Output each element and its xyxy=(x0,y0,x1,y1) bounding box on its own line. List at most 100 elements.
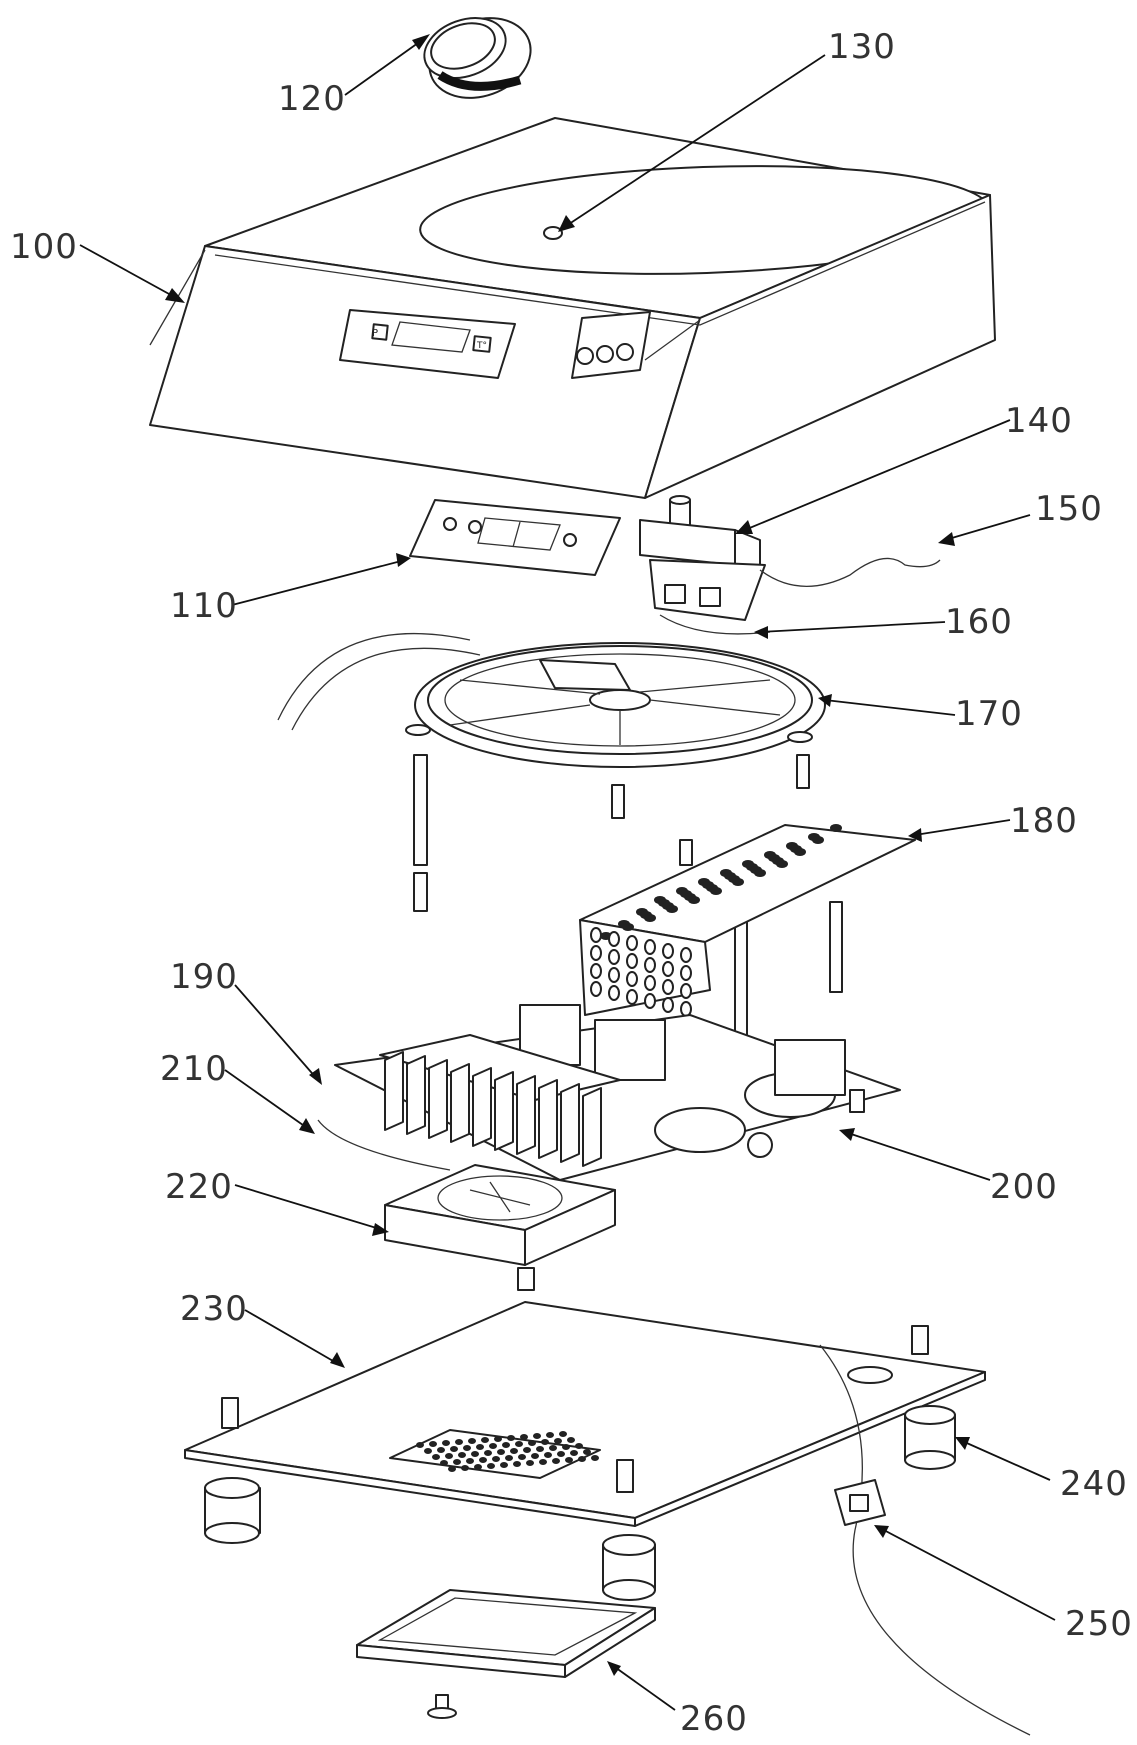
shield-side-hole xyxy=(644,975,656,991)
vent-hole xyxy=(549,1445,557,1451)
coil-disk-170 xyxy=(277,633,826,768)
spacers xyxy=(413,754,843,1036)
panel-key-left: P xyxy=(372,328,378,339)
shield-side-hole xyxy=(626,989,638,1005)
vent-hole xyxy=(539,1459,547,1465)
shield-hole xyxy=(794,848,806,856)
leader-lines xyxy=(79,34,1056,1711)
vent-hole xyxy=(471,1451,479,1457)
label-190: 190 xyxy=(170,957,238,997)
shield-hole xyxy=(644,914,656,922)
vent-hole xyxy=(507,1435,515,1441)
vent-hole xyxy=(546,1432,554,1438)
vent-hole xyxy=(565,1457,573,1463)
vent-hole xyxy=(570,1450,578,1456)
vent-hole xyxy=(518,1454,526,1460)
label-100: 100 xyxy=(10,227,78,267)
shield-side-hole xyxy=(626,953,638,969)
vent-hole xyxy=(523,1447,531,1453)
vent-hole xyxy=(450,1446,458,1452)
vent-hole xyxy=(479,1457,487,1463)
shield-side-hole xyxy=(590,981,602,997)
vent-hole xyxy=(455,1439,463,1445)
heatsink-190 xyxy=(317,1034,621,1171)
shield-180 xyxy=(579,824,916,1017)
heatsink-fin xyxy=(384,1051,404,1131)
base-plate-230 xyxy=(184,1301,986,1527)
shield-hole xyxy=(622,923,634,931)
shield-hole xyxy=(688,896,700,904)
heatsink-fin xyxy=(406,1055,426,1135)
vent-hole xyxy=(440,1460,448,1466)
label-180: 180 xyxy=(1010,801,1078,841)
vent-hole xyxy=(578,1456,586,1462)
heatsink-fin xyxy=(538,1079,558,1159)
shield-side-hole xyxy=(662,961,674,977)
control-board-160 xyxy=(649,557,941,635)
vent-hole xyxy=(544,1452,552,1458)
vent-hole xyxy=(531,1453,539,1459)
shield-side-hole xyxy=(608,967,620,983)
reference-labels: 120 130 100 140 150 110 160 170 180 190 … xyxy=(10,27,1132,1739)
shield-side-hole xyxy=(608,985,620,1001)
heatsink-fin xyxy=(516,1075,536,1155)
vent-hole xyxy=(591,1455,599,1461)
vent-hole xyxy=(528,1440,536,1446)
vent-hole xyxy=(567,1437,575,1443)
knob-120 xyxy=(423,17,532,99)
shield-side-hole xyxy=(662,943,674,959)
label-200: 200 xyxy=(990,1167,1058,1207)
shield-side-hole xyxy=(680,965,692,981)
label-130: 130 xyxy=(828,27,896,67)
heatsink-fin xyxy=(428,1059,448,1139)
heatsink-fin xyxy=(450,1063,470,1143)
vent-hole xyxy=(461,1465,469,1471)
vent-hole xyxy=(562,1444,570,1450)
vent-hole xyxy=(520,1434,528,1440)
vent-hole xyxy=(513,1461,521,1467)
label-120: 120 xyxy=(278,79,346,119)
heatsink-fin xyxy=(582,1087,602,1167)
vent-hole xyxy=(536,1446,544,1452)
shield-side-hole xyxy=(644,939,656,955)
feet-240 xyxy=(204,1405,956,1601)
shield-hole xyxy=(754,869,766,877)
display-board-110 xyxy=(409,499,621,576)
shield-side-hole xyxy=(680,947,692,963)
shield-side-hole xyxy=(608,931,620,947)
shield-side-hole xyxy=(590,927,602,943)
vent-hole xyxy=(552,1458,560,1464)
vent-hole xyxy=(442,1440,450,1446)
label-170: 170 xyxy=(955,694,1023,734)
vent-hole xyxy=(484,1450,492,1456)
fan-220 xyxy=(384,1164,616,1291)
shield-hole xyxy=(710,887,722,895)
shield-side-hole xyxy=(644,993,656,1009)
vent-hole xyxy=(466,1458,474,1464)
vent-hole xyxy=(445,1453,453,1459)
vent-hole xyxy=(476,1444,484,1450)
vent-hole xyxy=(559,1431,567,1437)
vent-hole xyxy=(510,1448,518,1454)
vent-hole xyxy=(505,1455,513,1461)
vent-hole xyxy=(492,1456,500,1462)
shield-side-hole xyxy=(626,971,638,987)
label-160: 160 xyxy=(945,602,1013,642)
label-140: 140 xyxy=(1005,401,1073,441)
grommet-250 xyxy=(819,1344,1031,1736)
label-210: 210 xyxy=(160,1049,228,1089)
label-240: 240 xyxy=(1060,1464,1128,1504)
shield-side-hole xyxy=(590,963,602,979)
shield-side-hole xyxy=(662,997,674,1013)
shield-side-hole xyxy=(680,983,692,999)
vent-hole xyxy=(448,1466,456,1472)
vent-hole xyxy=(432,1454,440,1460)
vent-hole xyxy=(554,1438,562,1444)
shield-hole xyxy=(830,824,842,832)
panel-key-right: T° xyxy=(476,341,487,351)
shield-side-hole xyxy=(662,979,674,995)
vent-hole xyxy=(526,1460,534,1466)
vent-hole xyxy=(453,1459,461,1465)
heatsink-fin xyxy=(494,1071,514,1151)
vent-hole xyxy=(429,1441,437,1447)
